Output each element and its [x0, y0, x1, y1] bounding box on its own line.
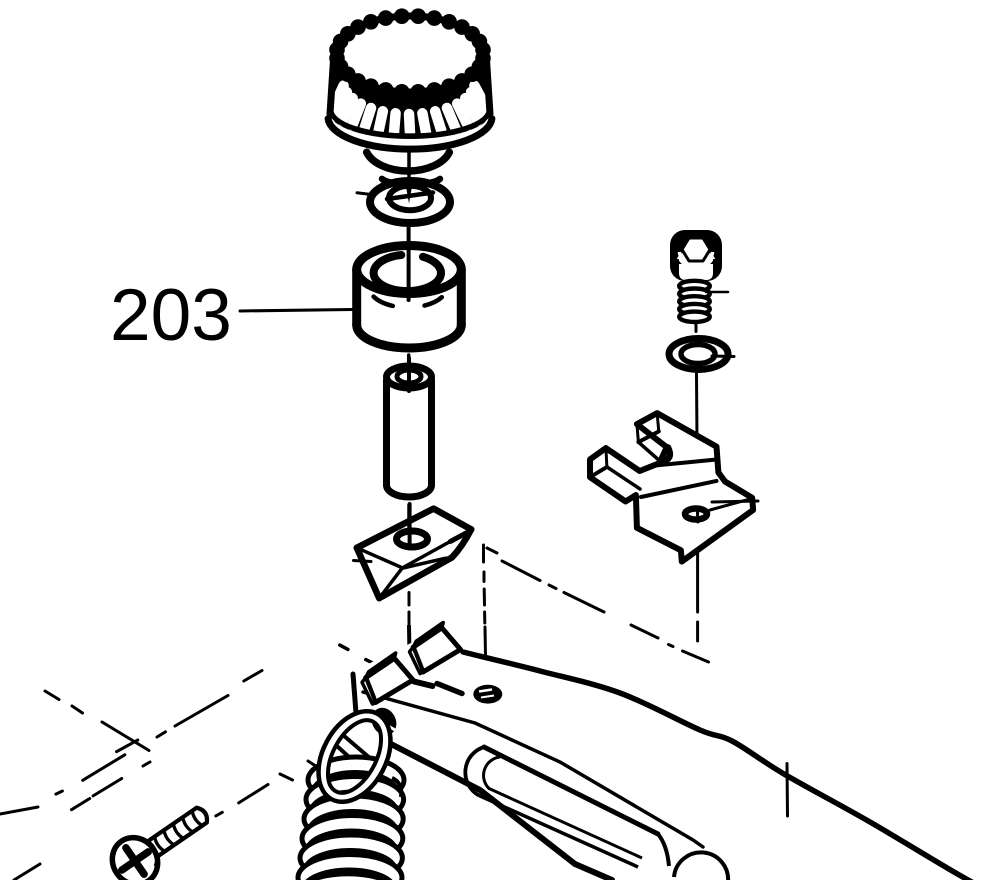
svg-text:203: 203	[110, 275, 232, 356]
